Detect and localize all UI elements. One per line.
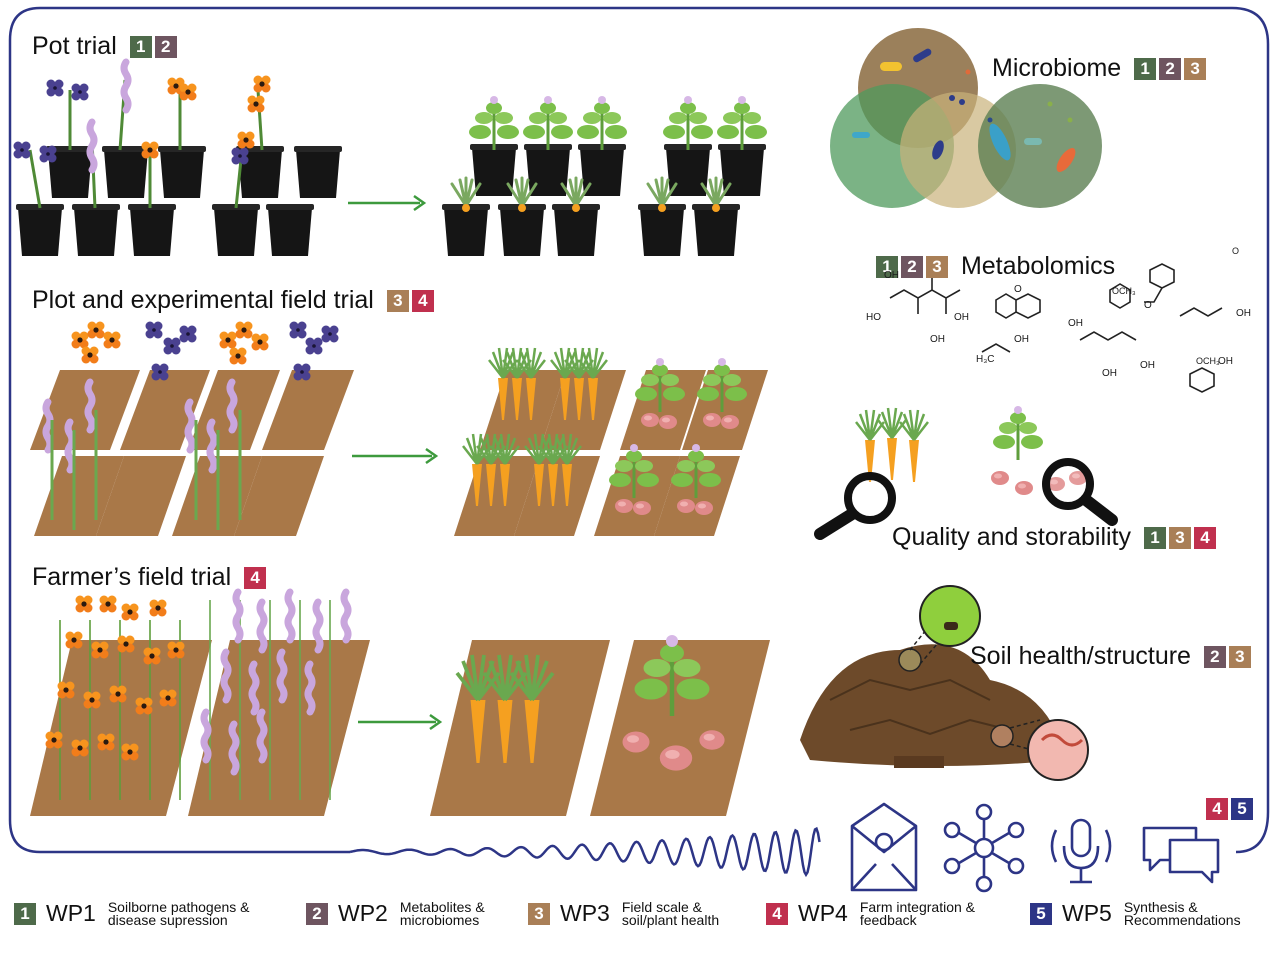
wp1-description: Soilborne pathogens &disease supression bbox=[107, 898, 250, 928]
wp4-code: WP4 bbox=[798, 900, 848, 926]
quality-storability-label: Quality and storability 1 3 4 bbox=[892, 523, 1216, 552]
soil-health-illustration bbox=[800, 585, 1089, 781]
chem-label: OH bbox=[930, 334, 945, 345]
chem-label: HO bbox=[866, 312, 881, 323]
wp5-code: WP5 bbox=[1062, 900, 1112, 926]
wp4-badge: 4 bbox=[766, 902, 788, 925]
quality-storability-illustration bbox=[814, 404, 1118, 540]
wp5-description: Synthesis &Recommendations bbox=[1123, 898, 1241, 928]
plot-trial-right bbox=[454, 346, 768, 536]
wp3-badge: 3 bbox=[528, 902, 550, 925]
quality-storability-text: Quality and storability bbox=[892, 523, 1132, 551]
badge-wp5: 5 bbox=[1231, 798, 1253, 820]
badge-wp3: 3 bbox=[386, 290, 409, 313]
metabolomics-text: Metabolomics bbox=[960, 252, 1116, 280]
pot-trial-title: Pot trial bbox=[32, 32, 117, 60]
legend-wp3: 3 WP3 Field scale &soil/plant health bbox=[528, 900, 719, 927]
badge-wp1: 1 bbox=[876, 256, 898, 279]
pot-trial-left bbox=[13, 62, 342, 256]
chem-label: OH bbox=[884, 270, 899, 281]
soil-health-label: Soil health/structure 2 3 bbox=[970, 642, 1251, 671]
microbiome-text: Microbiome bbox=[992, 54, 1122, 82]
badge-wp3: 3 bbox=[1184, 58, 1207, 81]
wp2-badge: 2 bbox=[306, 902, 328, 925]
chem-label: OH bbox=[1218, 356, 1233, 367]
badge-wp1: 1 bbox=[1134, 58, 1157, 81]
microbiome-label: Microbiome 1 2 3 bbox=[992, 54, 1207, 83]
wp5-badge: 5 bbox=[1030, 902, 1052, 925]
badge-wp3: 3 bbox=[926, 256, 948, 279]
badge-wp1: 1 bbox=[129, 36, 152, 59]
pot-trial-right bbox=[442, 94, 769, 256]
badge-wp2: 2 bbox=[1203, 646, 1226, 669]
wp1-badge: 1 bbox=[14, 902, 36, 925]
badge-wp4: 4 bbox=[244, 567, 267, 590]
chem-label: OH bbox=[1068, 318, 1083, 329]
soil-health-text: Soil health/structure bbox=[970, 642, 1191, 670]
farmer-trial-heading: Farmer’s field trial 4 bbox=[32, 563, 267, 592]
metabolomics-label: 1 2 3 Metabolomics bbox=[876, 252, 1115, 281]
badge-wp3: 3 bbox=[1168, 527, 1191, 550]
badge-wp3: 3 bbox=[1228, 646, 1251, 669]
badge-wp2: 2 bbox=[154, 36, 177, 59]
farmer-trial-title: Farmer’s field trial bbox=[32, 563, 232, 591]
badge-wp4: 4 bbox=[411, 290, 434, 313]
wp4-description: Farm integration &feedback bbox=[859, 898, 976, 928]
plot-trial-heading: Plot and experimental field trial 3 4 bbox=[32, 286, 434, 315]
chem-label: OCH₃ bbox=[1112, 286, 1136, 296]
plot-trial-title: Plot and experimental field trial bbox=[32, 286, 374, 314]
badge-wp4: 4 bbox=[1206, 798, 1228, 820]
legend-wp2: 2 WP2 Metabolites &microbiomes bbox=[306, 900, 485, 927]
badge-wp4: 4 bbox=[1193, 527, 1216, 550]
dissemination-icons bbox=[850, 802, 1220, 893]
metabolomics-structures bbox=[889, 263, 1223, 393]
chem-label: O bbox=[1232, 246, 1240, 256]
chem-label: OCH₃ bbox=[1196, 356, 1220, 366]
chem-label: OH bbox=[1236, 308, 1251, 319]
microbiome-venn bbox=[830, 28, 1102, 208]
plot-trial-left bbox=[30, 321, 354, 536]
badge-wp2: 2 bbox=[1159, 58, 1182, 81]
farmer-trial-left bbox=[30, 592, 370, 816]
wp2-code: WP2 bbox=[338, 900, 388, 926]
chem-label: OH bbox=[1102, 368, 1117, 379]
chem-label: OH bbox=[1140, 360, 1155, 371]
chem-label: O bbox=[1144, 300, 1152, 311]
legend-wp4: 4 WP4 Farm integration &feedback bbox=[766, 900, 975, 927]
chem-label: H₃C bbox=[976, 354, 995, 365]
legend-wp5: 5 WP5 Synthesis &Recommendations bbox=[1030, 900, 1241, 927]
farmer-trial-right bbox=[430, 635, 770, 816]
chem-label: O bbox=[1014, 284, 1022, 295]
wp3-code: WP3 bbox=[560, 900, 610, 926]
wp2-description: Metabolites &microbiomes bbox=[399, 898, 485, 928]
chem-label: OH bbox=[954, 312, 969, 323]
chem-label: OH bbox=[1014, 334, 1029, 345]
wp1-code: WP1 bbox=[46, 900, 96, 926]
dissemination-badges: 4 5 bbox=[1206, 798, 1253, 820]
badge-wp2: 2 bbox=[901, 256, 923, 279]
badge-wp1: 1 bbox=[1143, 527, 1166, 550]
wp3-description: Field scale &soil/plant health bbox=[621, 898, 720, 928]
legend-wp1: 1 WP1 Soilborne pathogens &disease supre… bbox=[14, 900, 250, 927]
pot-trial-heading: Pot trial 1 2 bbox=[32, 32, 177, 61]
